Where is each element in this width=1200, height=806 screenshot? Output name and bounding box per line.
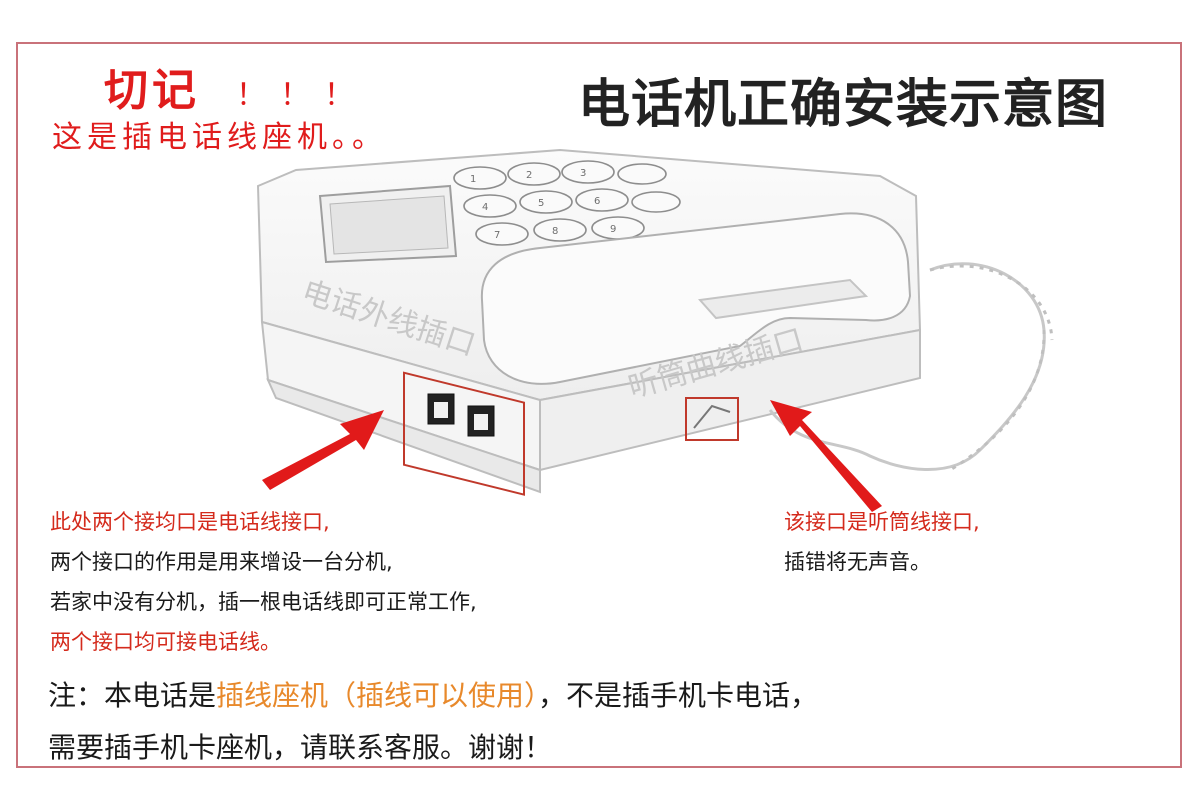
- arrow-right: [770, 400, 882, 512]
- handset-port-note: 该接口是听筒线接口, 插错将无声音。: [784, 502, 980, 582]
- handset-port-note-line2: 插错将无声音。: [784, 550, 931, 574]
- handset-port: [685, 397, 739, 441]
- line-ports: [403, 371, 525, 496]
- svg-text:7: 7: [494, 230, 500, 241]
- warning-exclaim: ！！！: [236, 78, 368, 113]
- page-title: 电话机正确安装示意图: [578, 75, 1109, 135]
- footer-prefix: 注：本电话是: [48, 679, 217, 712]
- coiled-cord: [768, 262, 1054, 472]
- handset: [480, 212, 912, 385]
- svg-text:2: 2: [526, 170, 532, 181]
- footer-note: 注：本电话是插线座机（插线可以使用），不是插手机卡电话， 需要插手机卡座机，请联…: [48, 670, 818, 774]
- svg-text:8: 8: [552, 226, 558, 237]
- warning-subline: 这是插电话线座机。。: [52, 120, 387, 155]
- footer-suffix: ，不是插手机卡电话，: [538, 679, 819, 712]
- svg-text:5: 5: [538, 198, 544, 209]
- outer-frame: [16, 42, 1182, 768]
- svg-text:3: 3: [580, 168, 586, 179]
- line-port-note-line3: 若家中没有分机，插一根电话线即可正常工作,: [50, 590, 477, 614]
- handset-port-note-line1: 该接口是听筒线接口,: [784, 510, 980, 534]
- warning-headline: 切记: [104, 65, 200, 116]
- line-port-note-line1: 此处两个接均口是电话线接口,: [50, 510, 330, 534]
- svg-text:9: 9: [610, 224, 616, 235]
- lcd-screen: [318, 184, 458, 264]
- line-port-note-line4: 两个接口均可接电话线。: [50, 630, 281, 654]
- svg-text:4: 4: [482, 202, 488, 213]
- footer-line1: 注：本电话是插线座机（插线可以使用），不是插手机卡电话，: [48, 670, 818, 722]
- svg-text:6: 6: [594, 196, 600, 207]
- line-port-note-line2: 两个接口的作用是用来增设一台分机,: [50, 550, 393, 574]
- footer-highlight: 插线座机（插线可以使用）: [216, 679, 539, 712]
- svg-text:1: 1: [470, 174, 476, 185]
- footer-line2: 需要插手机卡座机，请联系客服。谢谢！: [48, 731, 553, 764]
- line-port-note: 此处两个接均口是电话线接口, 两个接口的作用是用来增设一台分机, 若家中没有分机…: [50, 502, 477, 662]
- arrow-left: [262, 410, 384, 490]
